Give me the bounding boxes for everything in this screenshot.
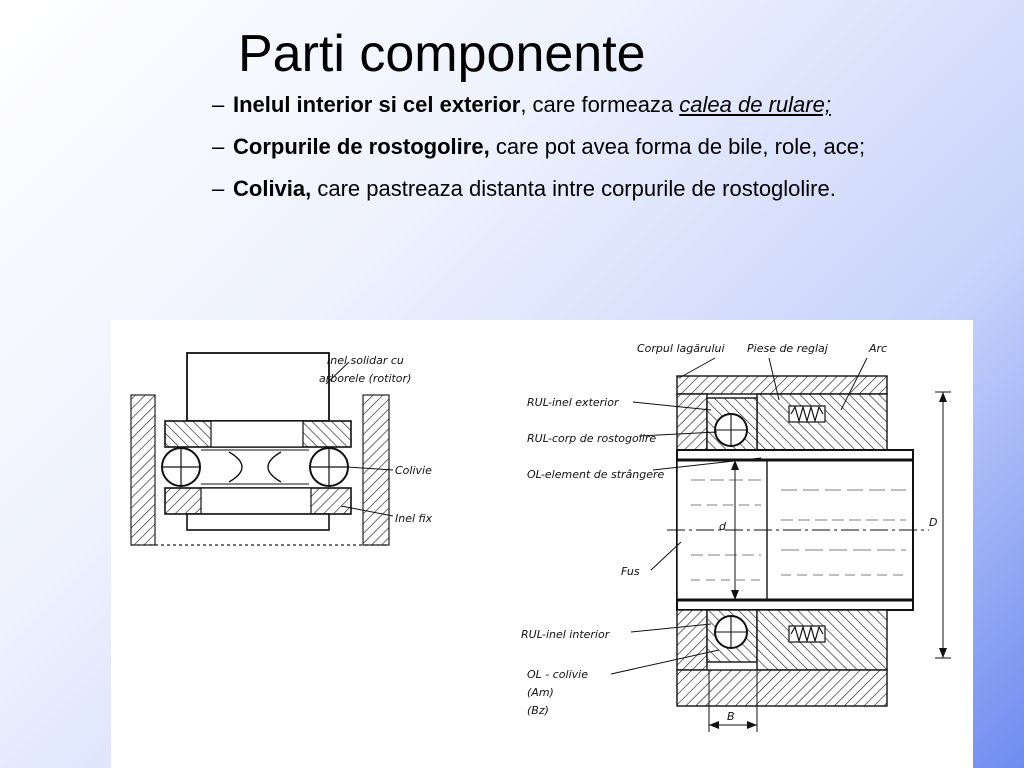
slide-title: Parti componente xyxy=(238,25,646,83)
bearing-figure: Inel solidar cu arborele (rotitor) Coliv… xyxy=(111,320,973,768)
bullet-item-rings: – Inelul interior si cel exterior, care … xyxy=(212,90,932,119)
bullet-list: – Inelul interior si cel exterior, care … xyxy=(212,90,932,216)
label-shaft: Fus xyxy=(621,565,640,578)
bullet-item-rolling-bodies: – Corpurile de rostogolire, care pot ave… xyxy=(212,132,932,161)
bullet-dash: – xyxy=(212,92,225,117)
bearing-drawings-svg: Inel solidar cu arborele (rotitor) Coliv… xyxy=(130,342,951,732)
bullet-text-rolling-bodies: care pot avea forma de bile, role, ace; xyxy=(489,134,866,159)
bullet-bold-rolling-bodies: Corpurile de rostogolire, xyxy=(233,134,490,159)
label-rotating-ring-line1: Inel solidar cu xyxy=(327,354,404,367)
bullet-bold-rings: Inelul interior si cel exterior xyxy=(233,92,521,117)
bullet-text-rings: , care formeaza xyxy=(520,92,680,117)
bearing-assembly-drawing: D d B Corpul lagărului Pies xyxy=(521,342,951,732)
label-cage-line1: OL - colivie xyxy=(527,668,588,681)
dimension-B-label: B xyxy=(727,710,735,723)
label-inner-ring: RUL-inel interior xyxy=(521,628,611,641)
label-adjusting-parts: Piese de reglaj xyxy=(747,342,829,355)
label-cage: Colivie xyxy=(395,464,432,477)
label-rolling-body: RUL-corp de rostogolire xyxy=(527,432,656,445)
bullet-dash: – xyxy=(212,176,225,201)
label-clamping-element: OL-element de strângere xyxy=(527,468,665,481)
label-spring: Arc xyxy=(868,342,887,355)
bullet-text-cage: care pastreaza distanta intre corpurile … xyxy=(311,176,836,201)
label-cage-line3: (Bz) xyxy=(527,704,549,717)
bullet-dash: – xyxy=(212,134,225,159)
label-fixed-ring: Inel fix xyxy=(395,512,433,525)
bullet-emphasis-raceway: calea de rulare; xyxy=(679,92,831,117)
dimension-D-label: D xyxy=(929,516,937,529)
label-cage-line2: (Am) xyxy=(527,686,554,699)
bullet-item-cage: – Colivia, care pastreaza distanta intre… xyxy=(212,174,932,203)
dimension-d-label: d xyxy=(719,520,727,533)
label-housing: Corpul lagărului xyxy=(637,342,725,355)
label-outer-ring: RUL-inel exterior xyxy=(527,396,620,409)
bullet-bold-cage: Colivia, xyxy=(233,176,312,201)
label-rotating-ring-line2: arborele (rotitor) xyxy=(319,372,411,385)
thrust-bearing-drawing: Inel solidar cu arborele (rotitor) Coliv… xyxy=(130,352,433,546)
